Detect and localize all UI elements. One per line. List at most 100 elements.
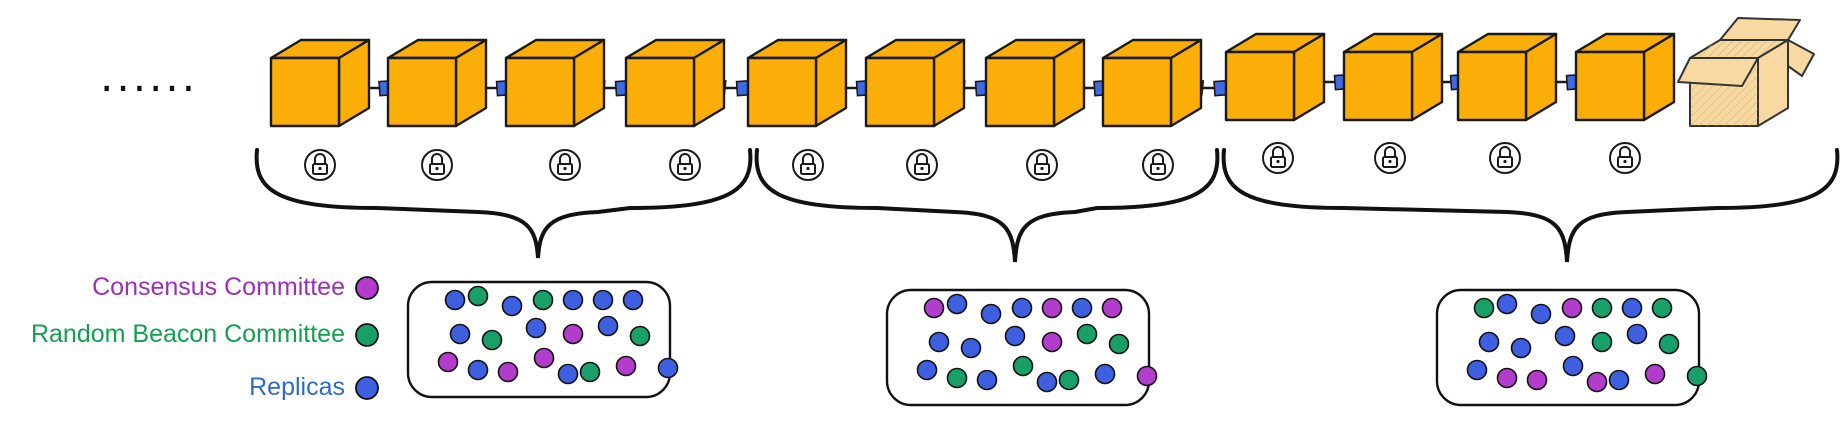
beacon-node bbox=[1076, 323, 1098, 345]
consensus-node bbox=[497, 361, 519, 383]
replica-node bbox=[1071, 297, 1093, 319]
replica-node bbox=[1011, 297, 1033, 319]
beacon-node bbox=[467, 285, 489, 307]
block-cube-9 bbox=[1224, 32, 1326, 122]
lock-icon bbox=[906, 149, 938, 181]
replica-node bbox=[960, 337, 982, 359]
replica-node bbox=[1094, 363, 1116, 385]
lock-icon bbox=[1142, 149, 1174, 181]
replica-node bbox=[557, 363, 579, 385]
lock-icon bbox=[549, 149, 581, 181]
replica-node bbox=[976, 369, 998, 391]
lock-icon bbox=[792, 149, 824, 181]
block-cube-3 bbox=[504, 38, 606, 128]
replica-node bbox=[597, 315, 619, 337]
consensus-node bbox=[437, 351, 459, 373]
lock-icon bbox=[1262, 142, 1294, 174]
replica-group-2 bbox=[885, 288, 1158, 407]
lock-icon bbox=[1026, 149, 1058, 181]
consensus-node bbox=[1644, 363, 1666, 385]
legend-beacon-label: Random Beacon Committee bbox=[30, 320, 345, 348]
replica-node bbox=[1530, 303, 1552, 325]
lock-icon bbox=[304, 149, 336, 181]
beacon-node bbox=[1108, 333, 1130, 355]
beacon-node bbox=[1473, 297, 1495, 319]
curly-brace-2 bbox=[754, 148, 1220, 263]
consensus-node bbox=[1041, 331, 1063, 353]
replica-node bbox=[928, 331, 950, 353]
replica-node bbox=[622, 289, 644, 311]
replica-node bbox=[1510, 337, 1532, 359]
lock-icon bbox=[421, 149, 453, 181]
legend-beacon-dot bbox=[355, 323, 379, 347]
beacon-node bbox=[532, 289, 554, 311]
chain-continuation-ellipsis: ...... bbox=[100, 52, 199, 101]
replica-node bbox=[1466, 359, 1488, 381]
lock-icon bbox=[1374, 142, 1406, 174]
replica-node bbox=[525, 317, 547, 339]
legend-replica-label: Replicas bbox=[249, 373, 345, 401]
consensus-node bbox=[615, 355, 637, 377]
consensus-node bbox=[1586, 371, 1608, 393]
beacon-node bbox=[946, 367, 968, 389]
curly-brace-1 bbox=[254, 148, 753, 259]
lock-icon bbox=[669, 149, 701, 181]
beacon-node bbox=[1012, 355, 1034, 377]
beacon-node bbox=[481, 329, 503, 351]
block-cube-7 bbox=[984, 38, 1086, 128]
legend-consensus-dot bbox=[355, 276, 379, 300]
replica-node bbox=[916, 359, 938, 381]
consensus-node bbox=[923, 297, 945, 319]
replica-node bbox=[592, 289, 614, 311]
consensus-node bbox=[1101, 297, 1123, 319]
replica-node bbox=[1626, 323, 1648, 345]
lock-icon bbox=[1609, 142, 1641, 174]
block-cube-11 bbox=[1456, 32, 1558, 122]
legend-replica-dot bbox=[355, 376, 379, 400]
block-cube-8 bbox=[1101, 38, 1203, 128]
legend-consensus-label: Consensus Committee bbox=[92, 273, 345, 301]
replica-node bbox=[467, 359, 489, 381]
block-cube-12 bbox=[1574, 32, 1676, 122]
replica-node bbox=[444, 289, 466, 311]
replica-node bbox=[1004, 325, 1026, 347]
block-cube-2 bbox=[386, 38, 488, 128]
block-cube-1 bbox=[269, 38, 371, 128]
replica-node bbox=[1554, 325, 1576, 347]
replica-group-1 bbox=[406, 280, 679, 399]
replica-node bbox=[1608, 369, 1630, 391]
beacon-node bbox=[1591, 331, 1613, 353]
replica-node bbox=[1562, 355, 1584, 377]
beacon-node bbox=[1686, 365, 1708, 387]
replica-node bbox=[946, 293, 968, 315]
consensus-node bbox=[562, 323, 584, 345]
replica-group-3 bbox=[1435, 288, 1708, 407]
consensus-node bbox=[1041, 297, 1063, 319]
replica-node bbox=[980, 303, 1002, 325]
replica-node bbox=[562, 289, 584, 311]
block-cube-4 bbox=[624, 38, 726, 128]
consensus-node bbox=[1526, 369, 1548, 391]
beacon-node bbox=[1651, 297, 1673, 319]
block-cube-10 bbox=[1342, 32, 1444, 122]
beacon-node bbox=[1591, 297, 1613, 319]
beacon-node bbox=[1658, 333, 1680, 355]
beacon-node bbox=[629, 325, 651, 347]
replica-node bbox=[657, 357, 679, 379]
replica-node bbox=[1621, 297, 1643, 319]
replica-node bbox=[1478, 331, 1500, 353]
consensus-node bbox=[1136, 365, 1158, 387]
consensus-node bbox=[1496, 367, 1518, 389]
beacon-node bbox=[1058, 369, 1080, 391]
lock-icon bbox=[1489, 142, 1521, 174]
replica-node bbox=[501, 295, 523, 317]
curly-brace-3 bbox=[1221, 148, 1840, 263]
replica-node bbox=[1036, 371, 1058, 393]
replica-node bbox=[449, 323, 471, 345]
beacon-node bbox=[579, 361, 601, 383]
consensus-node bbox=[1561, 297, 1583, 319]
block-cube-6 bbox=[864, 38, 966, 128]
replica-node bbox=[1496, 293, 1518, 315]
consensus-node bbox=[533, 347, 555, 369]
